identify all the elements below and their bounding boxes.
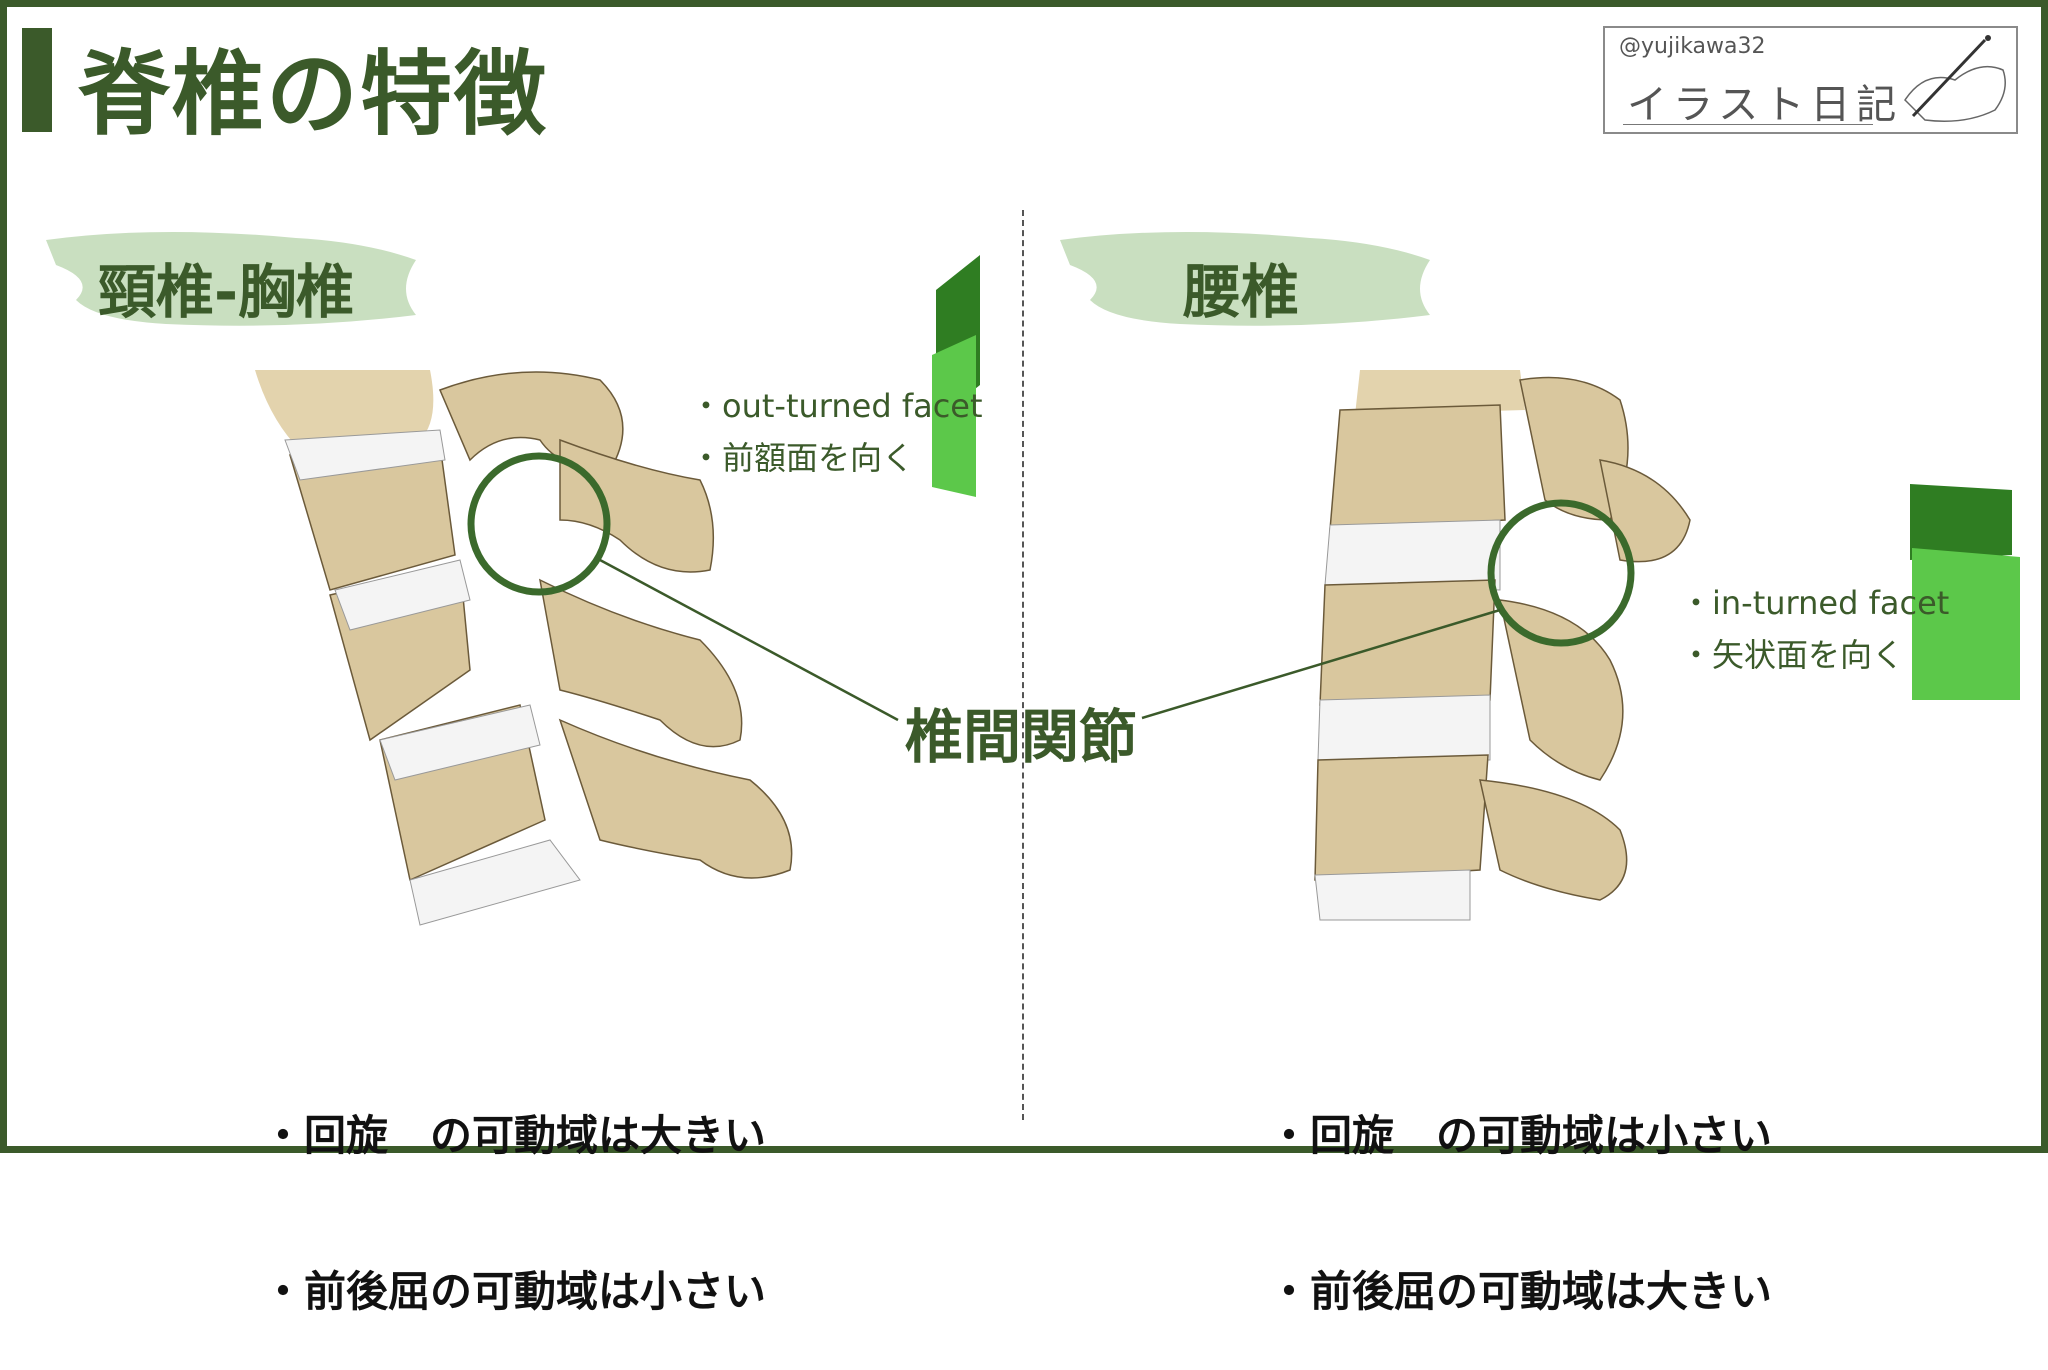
right-pointer-line — [1141, 608, 1501, 720]
right-spine-illustration — [1314, 370, 1691, 921]
right-bullet-2: ・前後屈の可動域は大きい — [1268, 1267, 1773, 1316]
logo-box: @yujikawa32 イラスト日記 — [1603, 26, 2018, 134]
left-bullet-2: ・前後屈の可動域は小さい — [262, 1267, 767, 1316]
left-facet-line-1: ・out-turned facet — [690, 387, 983, 425]
center-divider — [1022, 210, 1024, 1120]
right-facet-line-2: ・矢状面を向く — [1680, 636, 1905, 674]
left-facet-line-2: ・前額面を向く — [690, 439, 915, 477]
logo-name: イラスト日記 — [1627, 82, 1903, 128]
spine-illustrations — [255, 255, 2020, 926]
left-facet-notes: ・out-turned facet ・前額面を向く — [690, 380, 983, 484]
left-section-heading: 頸椎-胸椎 — [98, 258, 355, 326]
left-heading-brush — [46, 231, 416, 326]
right-bullets: ・回旋 の可動域は小さい ・前後屈の可動域は大きい — [1268, 1006, 1772, 1370]
left-bullet-1: ・回旋 の可動域は大きい — [262, 1111, 767, 1160]
left-spine-illustration — [255, 370, 793, 926]
logo-handle: @yujikawa32 — [1619, 34, 1766, 59]
right-facet-line-1: ・in-turned facet — [1680, 584, 1950, 622]
page-title: 脊椎の特徴 — [78, 41, 549, 148]
center-label: 椎間関節 — [905, 703, 1138, 771]
right-section-heading: 腰椎 — [1183, 258, 1300, 326]
left-frontal-plane-icon — [932, 255, 980, 497]
left-pointer-line — [599, 558, 899, 722]
right-sagittal-plane-icon — [1910, 484, 2020, 700]
pen-hand-icon — [1904, 35, 2006, 122]
right-bullet-1: ・回旋 の可動域は小さい — [1268, 1111, 1773, 1160]
title-accent-bar — [22, 28, 52, 132]
logo-underline — [1623, 124, 1873, 125]
left-facet-circle — [467, 452, 611, 596]
right-facet-circle — [1487, 499, 1635, 647]
left-bullets: ・回旋 の可動域は大きい ・前後屈の可動域は小さい — [262, 1006, 766, 1370]
right-facet-notes: ・in-turned facet ・矢状面を向く — [1680, 577, 1949, 681]
right-heading-brush — [1060, 231, 1430, 326]
